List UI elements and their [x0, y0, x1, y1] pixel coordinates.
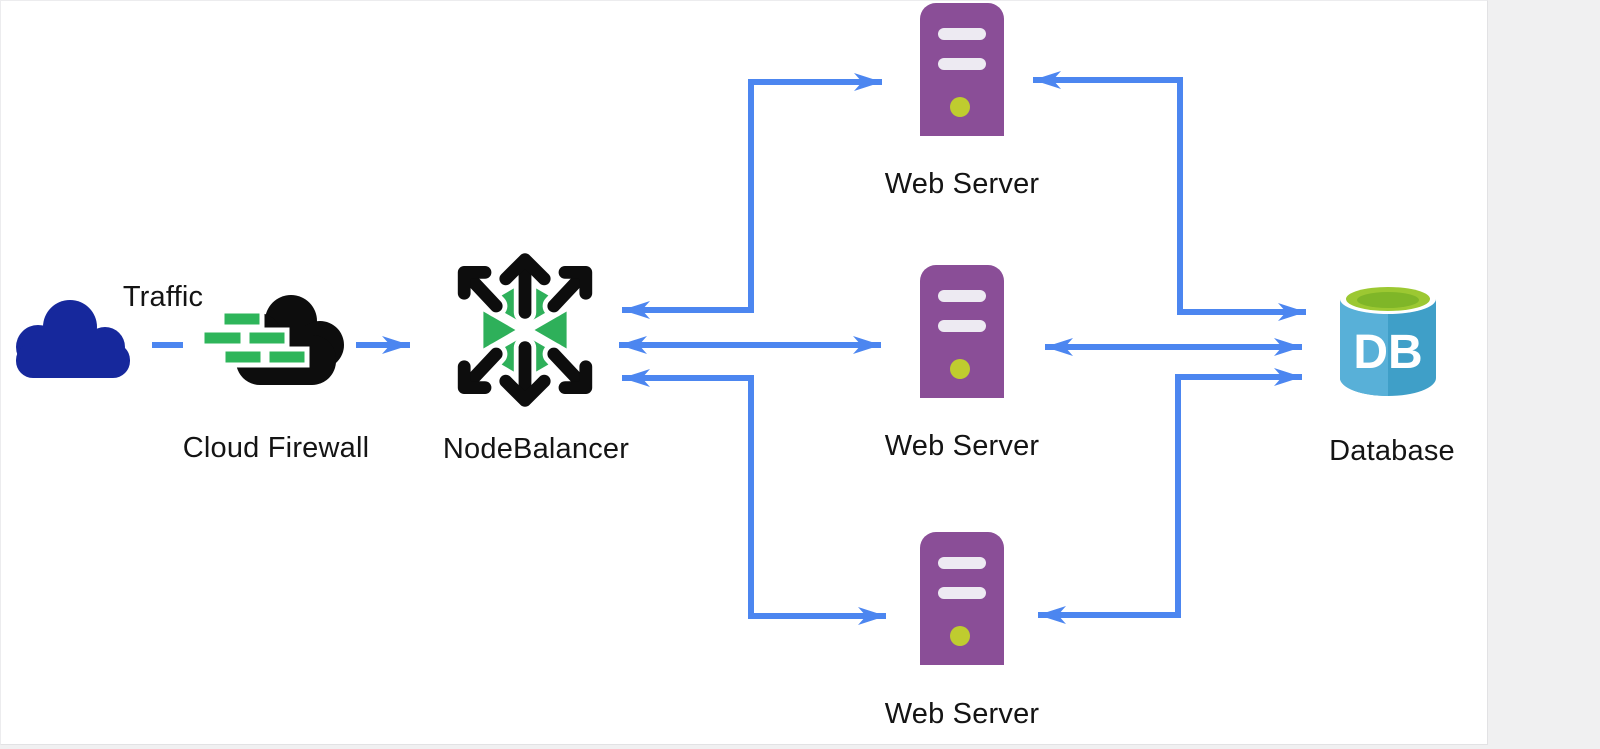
webserver3-node: [920, 532, 1004, 670]
firewall-icon: [199, 295, 344, 385]
nodebalancer-label: NodeBalancer: [442, 433, 630, 465]
database-badge: DB: [1353, 326, 1422, 379]
database-icon: DB: [1338, 283, 1438, 396]
cloud-icon: [16, 300, 130, 378]
server-icon: [920, 3, 1004, 136]
webserver1-label: Web Server: [884, 168, 1040, 200]
database-node: DB: [1336, 276, 1440, 413]
traffic-label: Traffic: [122, 281, 204, 313]
nodebalancer-node: [445, 242, 605, 423]
nodebalancer-icon: [453, 248, 597, 412]
traffic-node: [8, 295, 138, 384]
server-icon: [920, 532, 1004, 665]
webserver1-node: [920, 3, 1004, 141]
server-icon: [920, 265, 1004, 398]
firewall-node: [198, 293, 348, 393]
webserver2-label: Web Server: [884, 430, 1040, 462]
database-label: Database: [1329, 435, 1455, 467]
firewall-label: Cloud Firewall: [182, 432, 370, 464]
edge-nodebalancer-webserver3: [622, 369, 886, 625]
edge-webserver1-database: [1033, 71, 1306, 321]
edge-nodebalancer-webserver1: [622, 73, 882, 319]
webserver3-label: Web Server: [884, 698, 1040, 730]
edge-webserver3-database: [1038, 368, 1302, 624]
webserver2-node: [920, 265, 1004, 403]
